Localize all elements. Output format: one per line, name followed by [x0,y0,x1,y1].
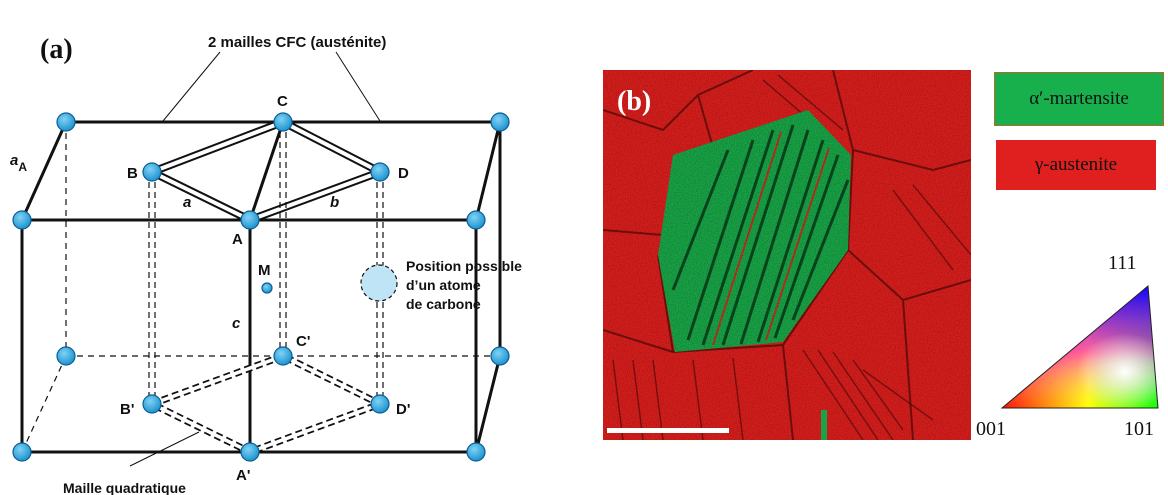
atom-m [261,282,273,294]
atom-d [370,162,390,182]
label-c-prime: C' [296,333,310,350]
atom-b [142,162,162,182]
legend-austenite: γ-austenite [996,140,1156,190]
atom-a [240,210,260,230]
atom [12,442,32,462]
ipf-label-111: 111 [1108,252,1137,274]
carbon-label-line-1: Position possible [406,258,522,274]
label-d-point: D [398,165,409,182]
carbon-site-circle [360,264,398,302]
lattice-diagram: (a) 2 mailles CFC (austénite) [10,34,522,495]
label-c-point: C [277,93,288,110]
legend-martensite-label: α′-martensite [1029,88,1129,109]
atom [490,112,510,132]
atom [490,346,510,366]
legend-austenite-label: γ-austenite [1034,154,1118,175]
ebsd-micrograph: (b) [603,70,971,440]
quadratic-pointer [129,431,200,467]
scale-bar [607,428,729,433]
atom-b-prime [142,394,162,414]
ipf-label-101: 101 [1124,418,1154,440]
atom-c-prime [273,346,293,366]
ipf-triangle-outline [1000,284,1159,409]
label-d-prime: D' [396,401,410,418]
atom-a-prime [240,442,260,462]
edge-label-c: c [232,315,241,332]
atom-c [273,112,293,132]
hidden-edges [21,122,500,453]
atom [56,346,76,366]
carbon-label-line-3: de carbone [406,296,481,312]
edge-label-a: a [183,194,191,211]
panel-a-label: (a) [40,34,73,65]
edge-label-b: b [330,194,339,211]
martensite-sliver [821,410,827,440]
atom [12,210,32,230]
legend-martensite: α′-martensite [994,72,1164,126]
label-a-prime: A' [236,467,250,484]
fcc-title: 2 mailles CFC (austénite) [208,34,386,51]
panel-b-label: (b) [617,86,651,117]
carbon-label: Position possible d’un atome de carbone [406,258,522,312]
title-pointer-lines [162,51,381,122]
atom [466,442,486,462]
carbon-label-line-2: d’un atome [406,277,481,293]
label-b-point: B [127,165,138,182]
quadratic-label: Maille quadratique [63,480,186,495]
lower-tetragonal-cell [143,352,389,456]
label-a-point: A [232,231,243,248]
atoms [12,112,510,462]
lattice-param-a: aA [10,152,27,174]
ipf-color-key [1000,284,1159,409]
label-m-point: M [258,262,271,279]
ipf-label-001: 001 [976,418,1006,440]
label-b-prime: B' [120,401,134,418]
atom-d-prime [370,394,390,414]
atom [466,210,486,230]
atom [56,112,76,132]
